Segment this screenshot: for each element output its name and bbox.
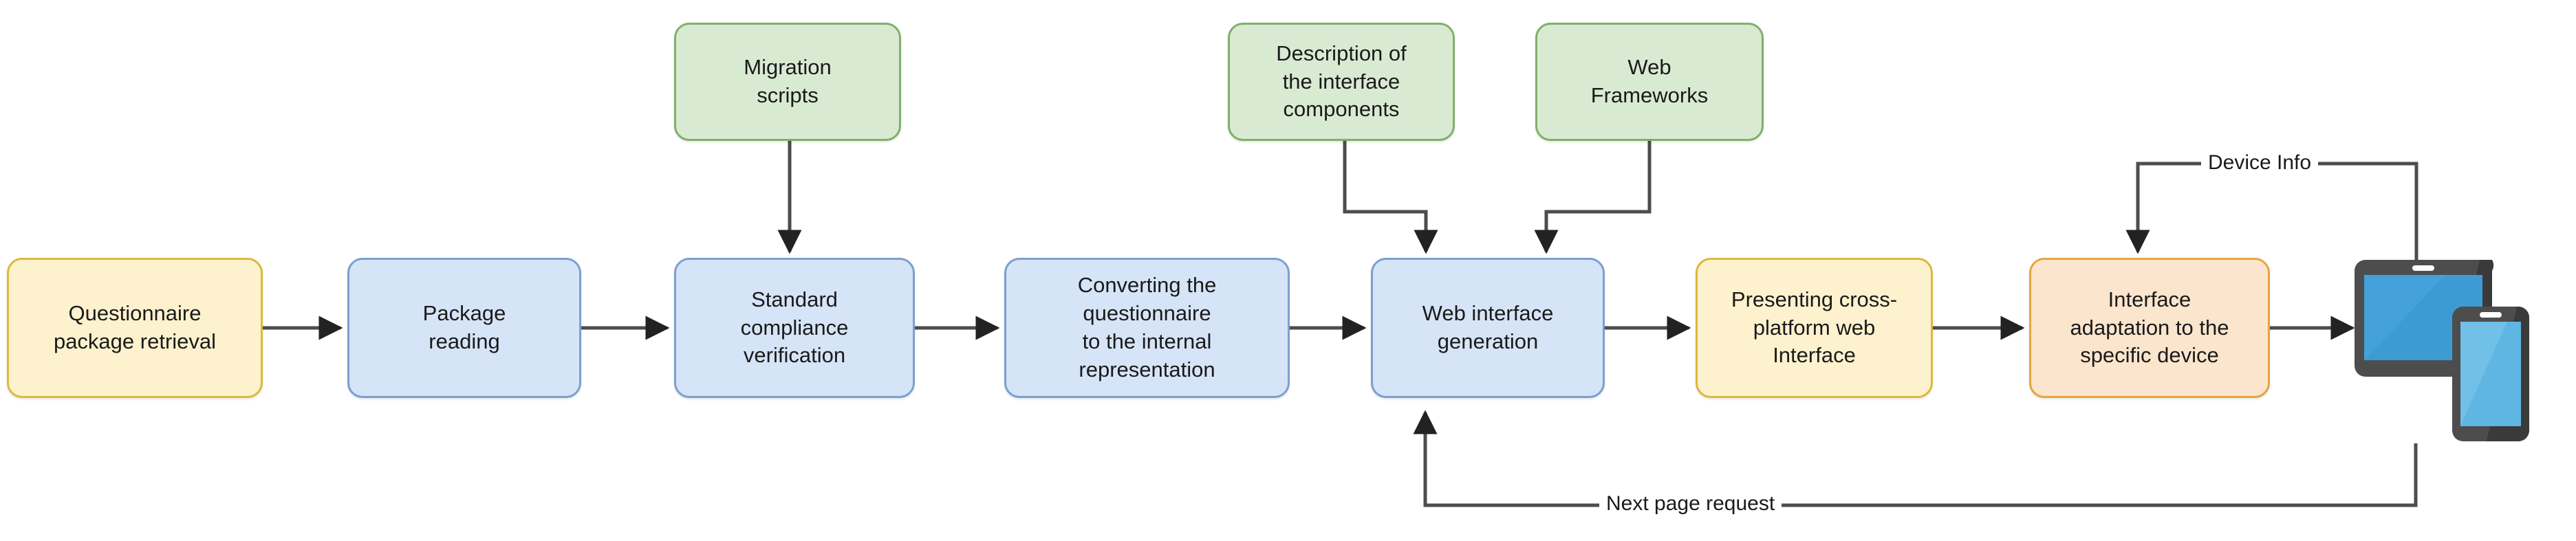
node-standard-compliance-verification[interactable]: Standard compliance verification bbox=[674, 258, 915, 398]
node-label: Converting the questionnaire to the inte… bbox=[1077, 273, 1217, 382]
node-questionnaire-package-retrieval[interactable]: Questionnaire package retrieval bbox=[7, 258, 263, 398]
node-label: Questionnaire package retrieval bbox=[53, 301, 217, 353]
edge-next-page-request bbox=[1413, 410, 2418, 507]
node-migration-scripts[interactable]: Migration scripts bbox=[674, 23, 901, 141]
edge-label-device-info: Device Info bbox=[2201, 153, 2319, 173]
edge-description-to-generation bbox=[1343, 141, 1438, 254]
node-web-frameworks[interactable]: Web Frameworks bbox=[1535, 23, 1764, 141]
edge-device-info bbox=[2125, 162, 2418, 272]
node-label: Migration scripts bbox=[744, 55, 832, 107]
node-interface-adaptation-to-specific-device[interactable]: Interface adaptation to the specific dev… bbox=[2029, 258, 2270, 398]
edge-frameworks-to-generation bbox=[1534, 141, 1652, 254]
node-package-reading[interactable]: Package reading bbox=[347, 258, 581, 398]
node-label: Interface adaptation to the specific dev… bbox=[2070, 287, 2229, 368]
node-web-interface-generation[interactable]: Web interface generation bbox=[1371, 258, 1605, 398]
node-label: Description of the interface components bbox=[1276, 41, 1407, 122]
node-label: Presenting cross- platform web Interface bbox=[1731, 287, 1898, 368]
node-converting-questionnaire[interactable]: Converting the questionnaire to the inte… bbox=[1004, 258, 1290, 398]
node-label: Standard compliance verification bbox=[740, 287, 849, 368]
edge-label-next-page-request: Next page request bbox=[1599, 494, 1782, 514]
node-label: Web Frameworks bbox=[1590, 55, 1709, 107]
node-description-of-interface-components[interactable]: Description of the interface components bbox=[1228, 23, 1455, 141]
node-label: Web interface generation bbox=[1422, 301, 1554, 353]
node-label: Package reading bbox=[422, 301, 506, 353]
node-presenting-cross-platform-web-interface[interactable]: Presenting cross- platform web Interface bbox=[1696, 258, 1933, 398]
